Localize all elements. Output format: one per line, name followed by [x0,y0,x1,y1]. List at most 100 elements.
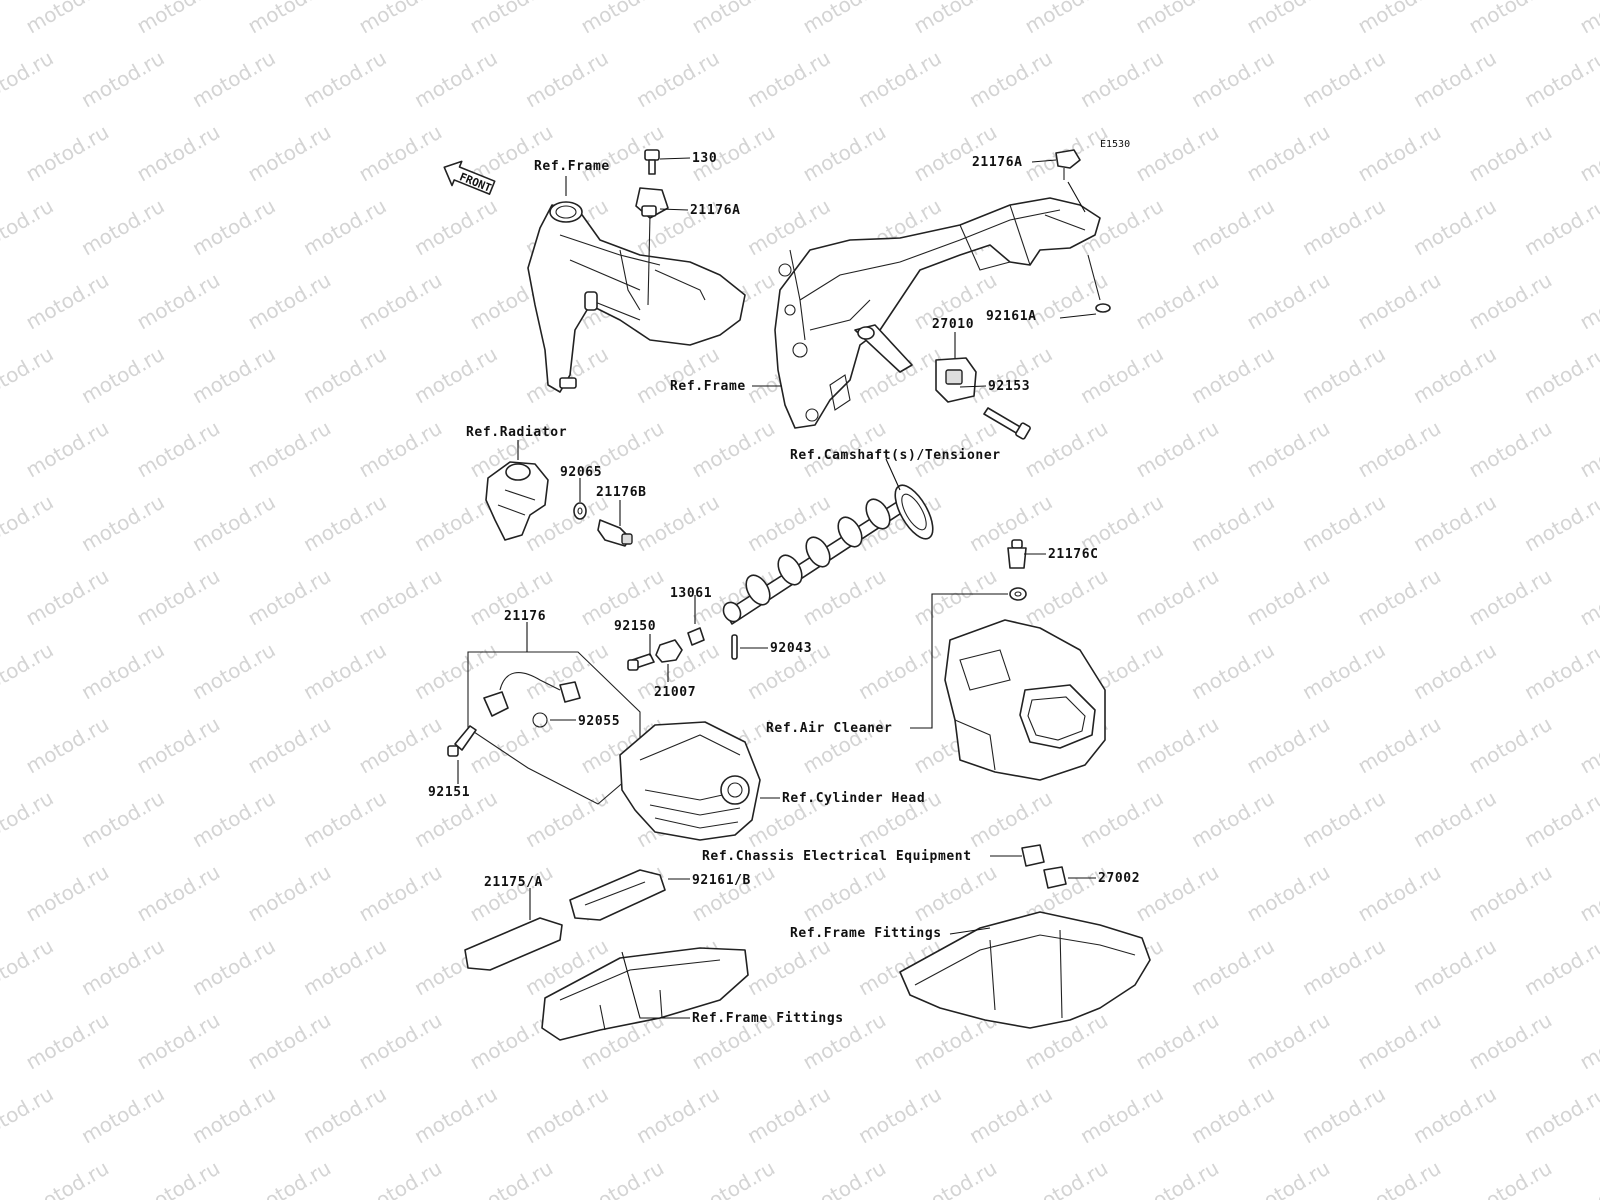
watermark-text: motod.ru [1187,934,1278,1001]
watermark-text: motod.ru [965,490,1056,557]
front-frame-drawing [527,201,746,393]
watermark-text: motod.ru [1187,638,1278,705]
watermark-text: motod.ru [1409,934,1500,1001]
watermark-text: motod.ru [1243,0,1334,38]
ref-radiator: Ref.Radiator [466,425,567,440]
sensor-21176C [1007,539,1027,569]
watermark-text: motod.ru [1576,268,1600,335]
watermark-text: motod.ru [0,194,57,261]
watermark-text: motod.ru [521,1082,612,1149]
watermark-text: motod.ru [1409,1082,1500,1149]
label-21176a-top: 21176A [690,203,741,218]
watermark-text: motod.ru [1132,1156,1223,1200]
watermark-text: motod.ru [0,712,2,779]
watermark-text: motod.ru [244,1156,335,1200]
watermark-text: motod.ru [133,1008,224,1075]
label-27002: 27002 [1098,871,1140,886]
watermark-text: motod.ru [410,46,501,113]
watermark-text: motod.ru [244,416,335,483]
ref-frame-fittings-right: Ref.Frame Fittings [790,926,942,941]
watermark-text: motod.ru [410,194,501,261]
bolt-92150 [627,653,655,671]
watermark-text: motod.ru [188,46,279,113]
washer-92065 [573,502,587,520]
watermark-text: motod.ru [355,268,446,335]
main-frame-drawing [774,197,1101,429]
watermark-text: motod.ru [0,490,57,557]
watermark-text: motod.ru [133,416,224,483]
watermark-text: motod.ru [1132,268,1223,335]
watermark-text: motod.ru [688,0,779,38]
frame-fittings-bottom-drawing [541,947,749,1041]
watermark-text: motod.ru [299,1082,390,1149]
watermark-text: motod.ru [22,0,113,38]
watermark-text: motod.ru [1187,786,1278,853]
watermark-text: motod.ru [0,120,2,187]
rotor-21007 [655,639,683,663]
watermark-text: motod.ru [299,46,390,113]
watermark-text: motod.ru [1354,416,1445,483]
watermark-text: motod.ru [1298,1082,1389,1149]
label-92065: 92065 [560,465,602,480]
watermark-text: motod.ru [1465,1156,1556,1200]
watermark-text: motod.ru [521,786,612,853]
watermark-text: motod.ru [1243,268,1334,335]
watermark-text: motod.ru [1520,490,1600,557]
watermark-text: motod.ru [1187,46,1278,113]
label-92153: 92153 [988,379,1030,394]
watermark-text: motod.ru [1187,194,1278,261]
bolt-130 [644,149,660,175]
watermark-text: motod.ru [133,120,224,187]
watermark-text: motod.ru [466,860,557,927]
watermark-text: motod.ru [1520,934,1600,1001]
watermark-text: motod.ru [244,0,335,38]
label-92150: 92150 [614,619,656,634]
grommet [1009,587,1027,601]
label-21176c: 21176C [1048,547,1099,562]
watermark-text: motod.ru [1354,712,1445,779]
watermark-text: motod.ru [355,712,446,779]
watermark-text: motod.ru [910,860,1001,927]
watermark-text: motod.ru [632,46,723,113]
watermark-text: motod.ru [0,342,57,409]
frame-fittings-right-drawing [899,911,1151,1029]
watermark-text: motod.ru [0,416,2,483]
label-21007: 21007 [654,685,696,700]
watermark-text: motod.ru [1465,1008,1556,1075]
watermark-text: motod.ru [22,1156,113,1200]
watermark-text: motod.ru [1354,564,1445,631]
watermark-text: motod.ru [1076,786,1167,853]
watermark-text: motod.ru [77,1082,168,1149]
watermark-text: motod.ru [1298,194,1389,261]
label-92043: 92043 [770,641,812,656]
watermark-text: motod.ru [22,416,113,483]
watermark-text: motod.ru [688,416,779,483]
camshaft-drawing [722,484,934,625]
screw-92153 [983,407,1031,440]
watermark-text: motod.ru [688,860,779,927]
watermark-text: motod.ru [1243,860,1334,927]
watermark-text: motod.ru [133,860,224,927]
watermark-text: motod.ru [1409,46,1500,113]
watermark-text: motod.ru [1021,1156,1112,1200]
watermark-text: motod.ru [1576,0,1600,38]
watermark-text: motod.ru [1465,0,1556,38]
watermark-text: motod.ru [1076,1082,1167,1149]
label-21176b: 21176B [596,485,647,500]
watermark-text: motod.ru [1576,1156,1600,1200]
ref-chassis-electrical: Ref.Chassis Electrical Equipment [702,849,972,864]
bank-angle-sensor-27010 [935,357,977,403]
watermark-text: motod.ru [1298,46,1389,113]
watermark-text: motod.ru [410,1082,501,1149]
watermark-text: motod.ru [743,934,834,1001]
watermark-text: motod.ru [299,786,390,853]
watermark-text: motod.ru [133,712,224,779]
watermark-text: motod.ru [1132,0,1223,38]
watermark-text: motod.ru [299,638,390,705]
watermark-text: motod.ru [1354,0,1445,38]
watermark-text: motod.ru [0,46,57,113]
watermark-text: motod.ru [1520,342,1600,409]
watermark-text: motod.ru [188,194,279,261]
watermark-text: motod.ru [1243,564,1334,631]
